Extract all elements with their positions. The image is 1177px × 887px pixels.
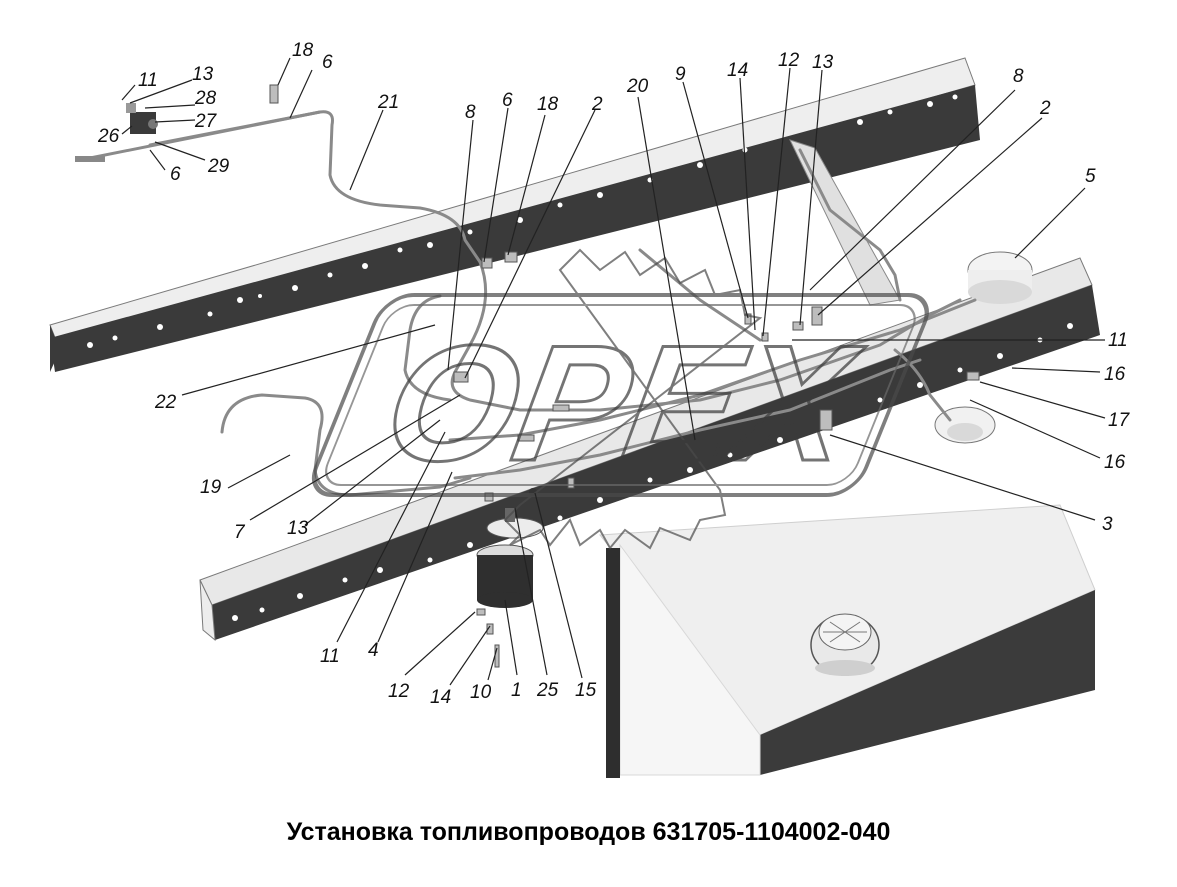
callout-6-mid: 6 <box>502 90 513 111</box>
callout-28: 28 <box>194 88 217 109</box>
pipe-right-riser <box>798 148 902 302</box>
frame-rail-lower-end <box>199 579 216 642</box>
pipe-cross-20 <box>638 248 762 342</box>
callout-16-lower: 16 <box>1104 452 1126 473</box>
callout-5: 5 <box>1085 166 1096 187</box>
callout-27: 27 <box>194 111 218 132</box>
callout-10: 10 <box>470 682 492 703</box>
leader-lines <box>121 57 1106 686</box>
callout-8-left: 8 <box>465 102 476 123</box>
callout-6-top-left: 6 <box>170 164 181 185</box>
callout-19: 19 <box>200 477 222 498</box>
pipe-lower-run <box>453 358 922 480</box>
callout-11-bottom: 11 <box>320 646 340 667</box>
callout-13-bottom: 13 <box>287 518 309 539</box>
callout-labels: 11 13 28 27 26 29 6 18 6 21 8 6 18 2 20 … <box>97 40 1131 708</box>
callout-18-top: 18 <box>292 40 314 61</box>
callout-1: 1 <box>511 680 522 701</box>
callout-29: 29 <box>207 156 230 177</box>
callout-26: 26 <box>97 126 120 147</box>
pipe-upper-branch <box>148 110 322 147</box>
watermark-frame-inner <box>325 304 916 486</box>
callout-4: 4 <box>368 640 379 661</box>
callout-21: 21 <box>377 92 399 113</box>
fuel-tank-filler-cap <box>810 613 880 676</box>
callout-11-right: 11 <box>1108 330 1128 351</box>
callout-12-bottom: 12 <box>388 681 410 702</box>
callout-16-upper: 16 <box>1104 364 1126 385</box>
reservoir <box>967 251 1033 304</box>
opex-watermark: OPEX <box>311 248 929 550</box>
callout-9: 9 <box>675 64 686 85</box>
callout-6-top: 6 <box>322 52 333 73</box>
fuel-pipes <box>78 110 977 497</box>
pipe-to-separator <box>893 348 952 422</box>
callout-22: 22 <box>154 392 177 413</box>
callout-13-top-left: 13 <box>192 64 214 85</box>
callout-13-top-right: 13 <box>812 52 834 73</box>
callout-20: 20 <box>626 76 649 97</box>
callout-25: 25 <box>536 680 559 701</box>
callout-14-bottom: 14 <box>430 687 451 708</box>
callout-8-right: 8 <box>1013 66 1024 87</box>
callout-18-mid: 18 <box>537 94 559 115</box>
watermark-text: OPEX <box>373 311 873 496</box>
pipe-loop-22 <box>403 294 452 402</box>
pipe-19 <box>220 393 472 497</box>
watermark-frame-outer <box>311 293 929 497</box>
watermark-gear <box>503 248 763 550</box>
fuel-tank-edge-shadow <box>606 548 620 778</box>
callout-12-top: 12 <box>778 50 800 71</box>
callout-11-top-left: 11 <box>138 70 158 91</box>
callout-3: 3 <box>1102 514 1113 535</box>
callout-2-right: 2 <box>1039 98 1051 119</box>
water-separator <box>934 406 996 444</box>
callout-14-top: 14 <box>727 60 748 81</box>
pipe-upper-feed <box>78 110 482 264</box>
fuel-tank <box>599 504 1096 778</box>
callout-17: 17 <box>1108 410 1131 431</box>
callout-2-left: 2 <box>591 94 603 115</box>
callout-7: 7 <box>234 522 246 543</box>
fuel-tank-front-dark <box>760 590 1095 775</box>
frame-rail-upper-holes <box>87 94 958 348</box>
frame-rail-lower-holes <box>232 323 1073 621</box>
drawing-caption: Установка топливопроводов 631705-1104002… <box>286 818 891 846</box>
callout-15: 15 <box>575 680 597 701</box>
